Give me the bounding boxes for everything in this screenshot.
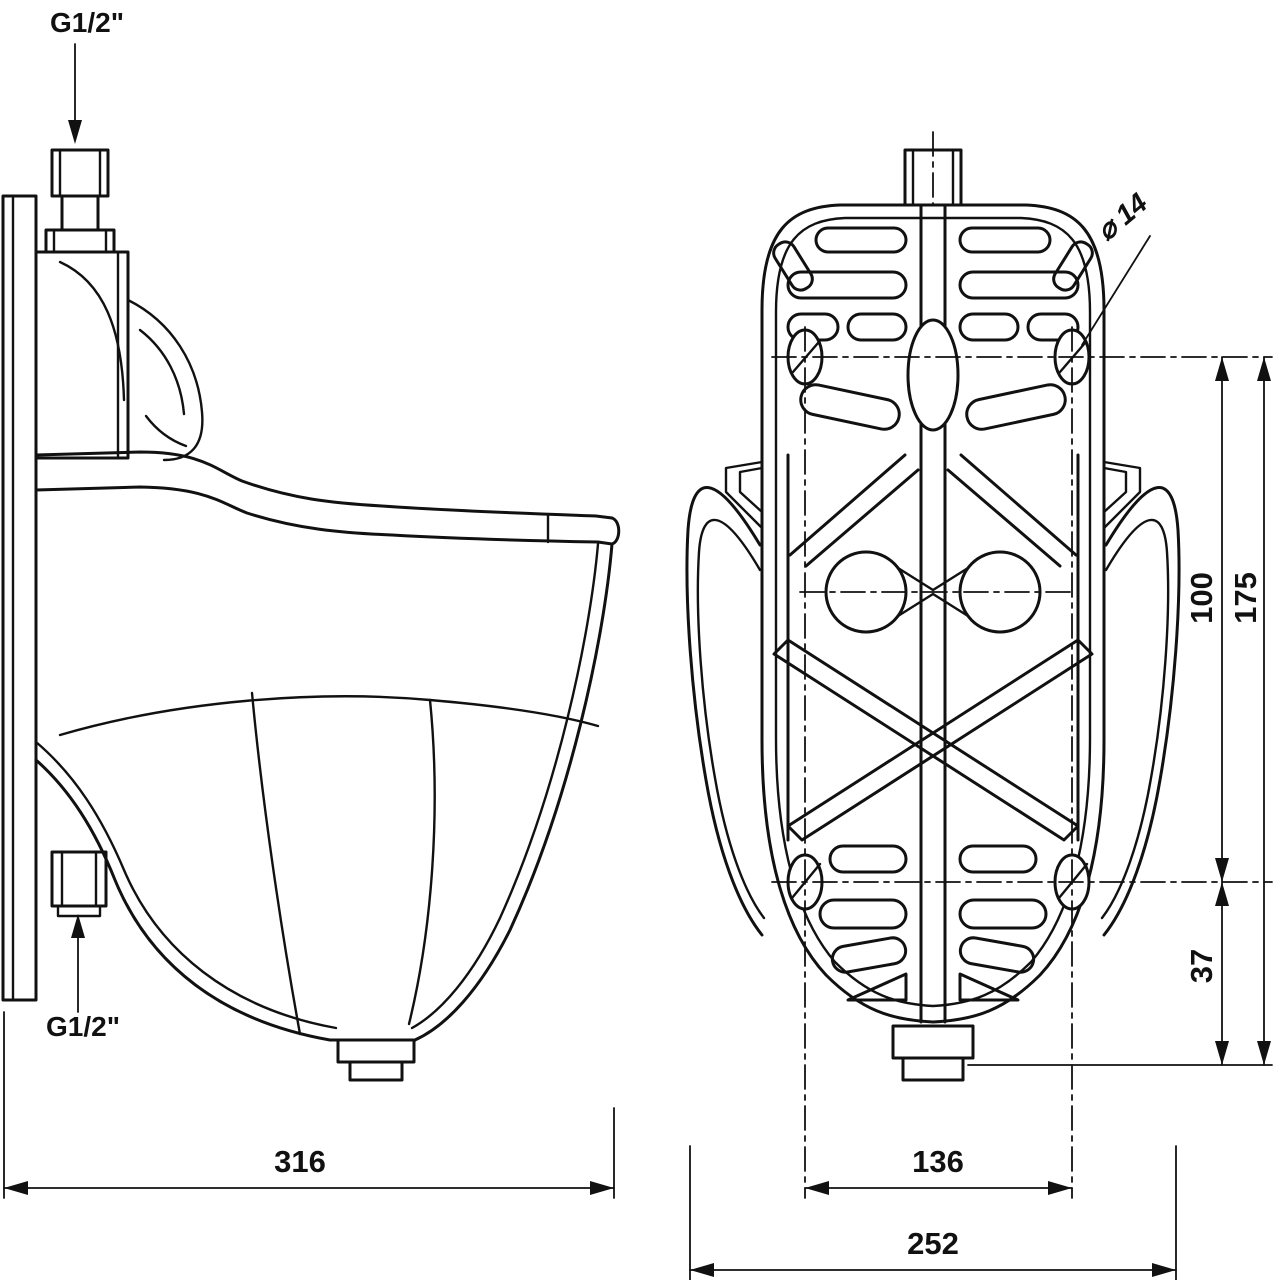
- dimension-100-37-175: [967, 356, 1273, 1066]
- dim-37-label: 37: [1184, 949, 1219, 983]
- bowl-side-profile: [34, 450, 621, 1042]
- dimension-316: [3, 1011, 615, 1199]
- dim-316-label: 316: [274, 1144, 326, 1179]
- mounting-plate: [760, 203, 1106, 1024]
- dimension-hole-diameter: [1081, 235, 1151, 346]
- dim-100-label: 100: [1184, 572, 1219, 624]
- bowl-rim-behind: [685, 460, 1181, 937]
- dim-175-label: 175: [1228, 572, 1263, 624]
- dimension-252: [689, 1145, 1177, 1280]
- inlet-thread-label: G1/2": [50, 7, 124, 38]
- dim-252-label: 252: [907, 1226, 959, 1261]
- dimension-drain-thread: [71, 914, 85, 1013]
- dim-136-label: 136: [912, 1144, 964, 1179]
- bowl-drain-plug: [336, 1038, 416, 1082]
- rib-slots: [772, 226, 1094, 1002]
- dimension-inlet-thread: [68, 43, 82, 144]
- valve-housing: [34, 250, 204, 462]
- hole-diameter-label: ⌀ 14: [1091, 187, 1154, 247]
- drain-thread-label: G1/2": [46, 1011, 120, 1042]
- side-view: [1, 148, 621, 1082]
- bottom-drain-stub: [891, 1024, 975, 1082]
- wall-plate: [1, 194, 38, 1002]
- front-view: [685, 131, 1273, 1199]
- top-pipe-stub: [903, 148, 963, 207]
- inlet-fitting: [44, 148, 116, 254]
- centerlines: [771, 131, 1273, 1199]
- rear-drain-fitting: [50, 850, 108, 918]
- dimension-136: [804, 1181, 1073, 1195]
- center-channel: [906, 203, 960, 1024]
